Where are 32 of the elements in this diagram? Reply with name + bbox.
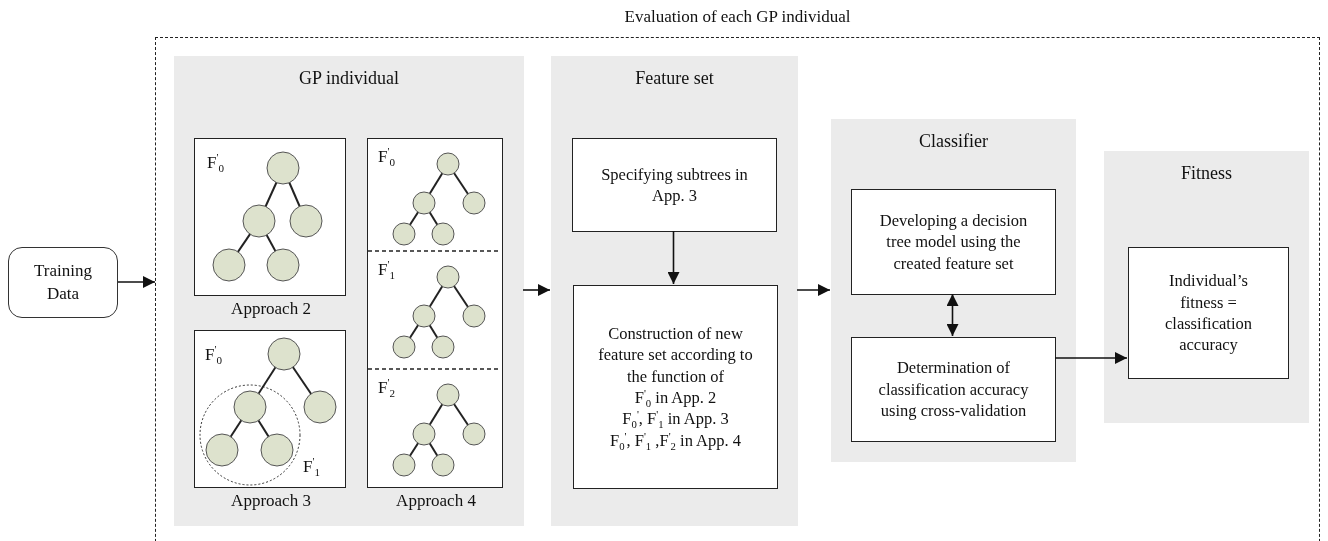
box-text: Determination of classification accuracy using cross-validation [877,357,1030,422]
arrow [946,293,959,337]
arrow [796,284,831,296]
box-text: F$_{0}$$^{'}$, F$^{'}$$_{1}$ in App. 3 [622,408,729,430]
arrow [1054,352,1128,364]
box-text: Developing a decision tree model using the created feature set [878,209,1029,275]
stage-panel [831,119,1076,462]
process-box [572,138,777,232]
stage-panel [1104,151,1309,423]
panel-heading: GP individual [298,68,400,89]
approach-caption: Approach 4 [395,491,477,511]
approach-caption: Approach 3 [230,491,312,511]
stage-panel [551,56,798,526]
arrow [667,230,680,285]
process-box [851,189,1056,295]
arrow [522,284,551,296]
boundary-title: Evaluation of each GP individual [623,7,852,27]
arrow [117,276,156,288]
stage-panel [174,56,524,526]
panel-heading: Feature set [634,68,715,89]
panel-heading: Classifier [918,131,989,152]
box-text: Individual’s fitness = classification accuracy [1163,270,1254,356]
box-text: F$^{'}$$_{0}$ in App. 2 [634,387,717,409]
box-text: Training Data [33,260,93,305]
panel-heading: Fitness [1180,163,1233,184]
start-box [8,247,118,318]
process-box [573,285,778,489]
process-box [1128,247,1289,379]
process-box [851,337,1056,442]
approach-caption: Approach 2 [230,299,312,319]
box-text: F$_{0}$$^{'}$, F$^{'}$$_{1}$ ,F$^{'}$$_{2}$ in App. 4 [609,429,741,452]
box-text: Specifying subtrees in App. 3 [600,163,749,207]
